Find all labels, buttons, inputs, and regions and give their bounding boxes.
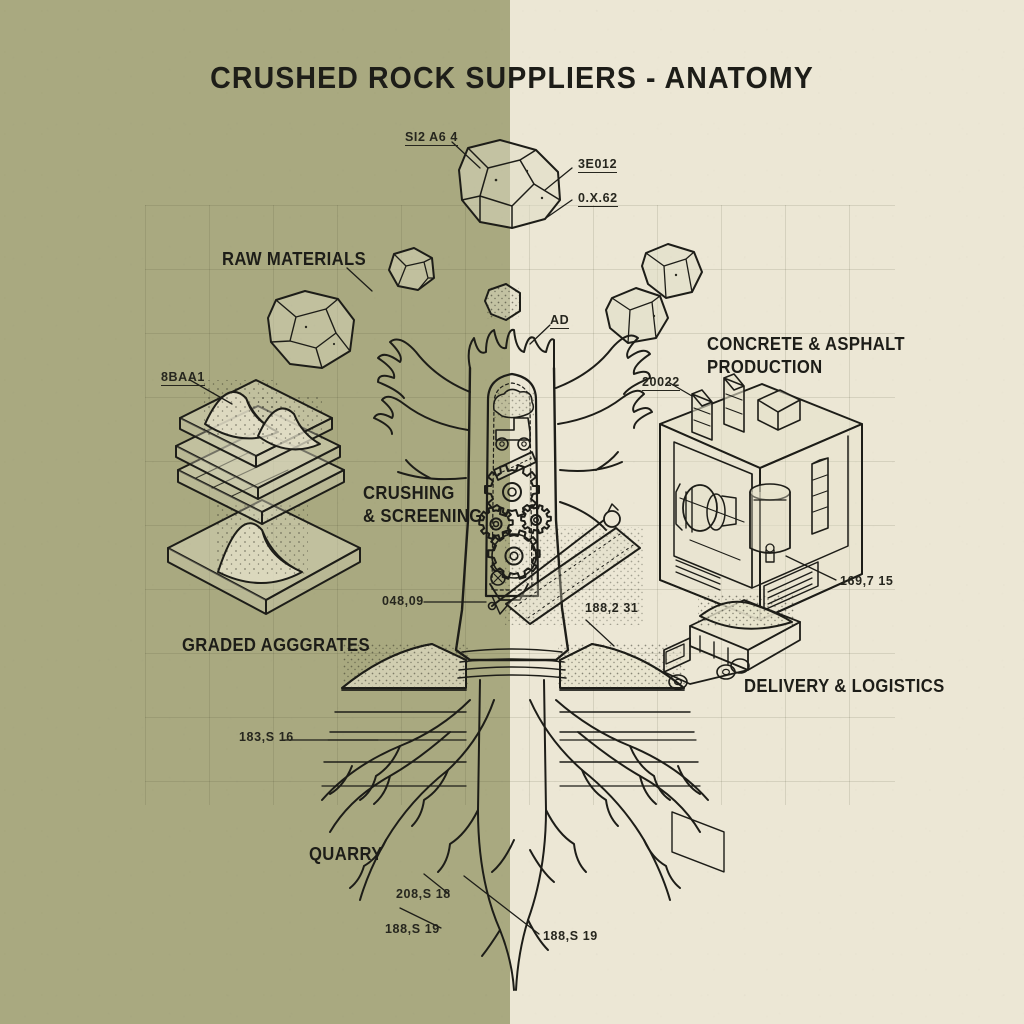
label-quarry: QUARRY xyxy=(309,843,383,864)
label-concrete-asphalt: CONCRETE & ASPHALT PRODUCTION xyxy=(707,333,905,377)
callout-code-root-3: 188,S 19 xyxy=(543,929,598,943)
callout-code-gravel-pebble: AD xyxy=(550,313,570,329)
label-delivery-logistics: DELIVERY & LOGISTICS xyxy=(744,675,945,696)
callout-code-boulder-right-2: 0.X.62 xyxy=(578,191,618,207)
callout-code-strata: 183,S 16 xyxy=(239,730,294,744)
callout-code-crusher: 048,09 xyxy=(382,594,424,608)
callout-code-soil-right: 188,2 31 xyxy=(585,601,639,615)
label-graded-aggregates: GRADED AGGGRATES xyxy=(182,634,371,655)
background-right-panel xyxy=(510,0,1024,1024)
callout-code-root-2: 188,S 19 xyxy=(385,922,440,936)
callout-code-aggregate-stack: 8BAA1 xyxy=(161,370,205,386)
label-raw-materials: RAW MATERIALS xyxy=(222,248,367,269)
callout-code-root-1: 208,S 18 xyxy=(396,887,451,901)
callout-code-factory: 20022 xyxy=(642,375,680,391)
page-title: CRUSHED ROCK SUPPLIERS - ANATOMY xyxy=(210,60,814,95)
callout-code-boulder-top: SI2 A6 4 xyxy=(405,130,458,146)
callout-code-boulder-right-1: 3E012 xyxy=(578,157,618,173)
callout-code-building: 169,7 15 xyxy=(840,574,894,588)
label-crushing-screening: CRUSHING & SCREENING xyxy=(363,482,483,526)
